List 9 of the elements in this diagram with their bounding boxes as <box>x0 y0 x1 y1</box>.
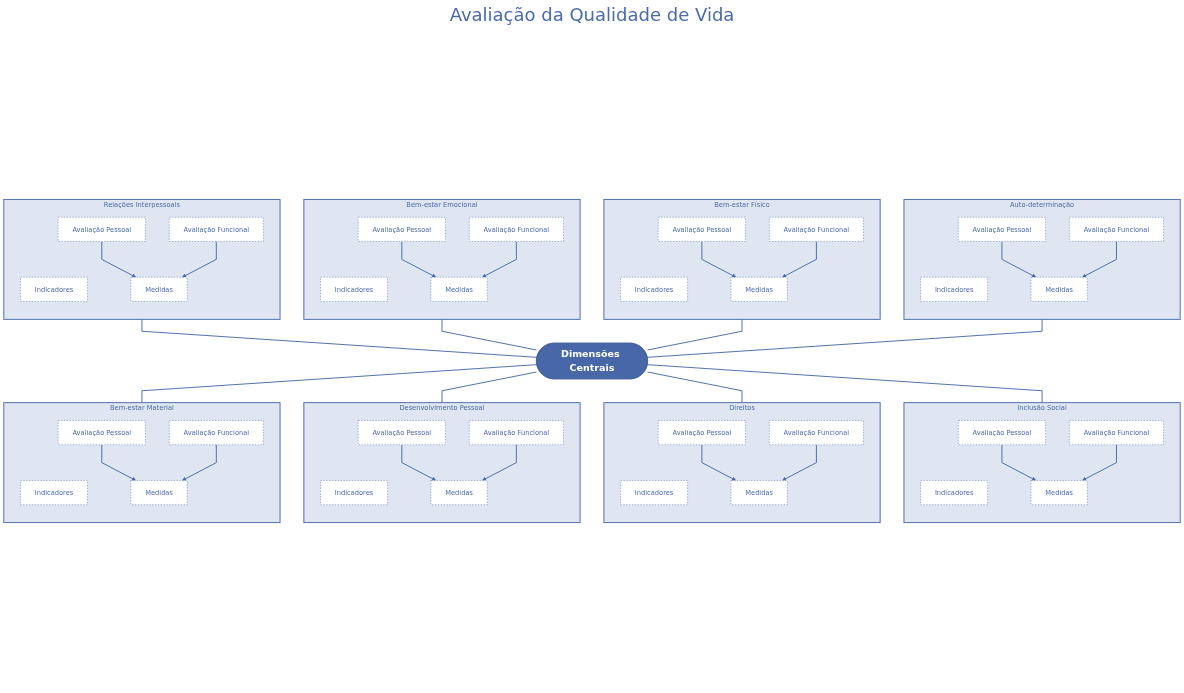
note-text: Avaliação da Qualidade de Vida <box>449 4 735 25</box>
connector <box>647 318 1043 358</box>
connector <box>647 318 743 351</box>
connector <box>647 371 743 404</box>
connector <box>141 318 537 358</box>
connector <box>441 318 537 351</box>
connector <box>647 364 1043 404</box>
connector <box>141 364 537 404</box>
connector <box>441 371 537 404</box>
